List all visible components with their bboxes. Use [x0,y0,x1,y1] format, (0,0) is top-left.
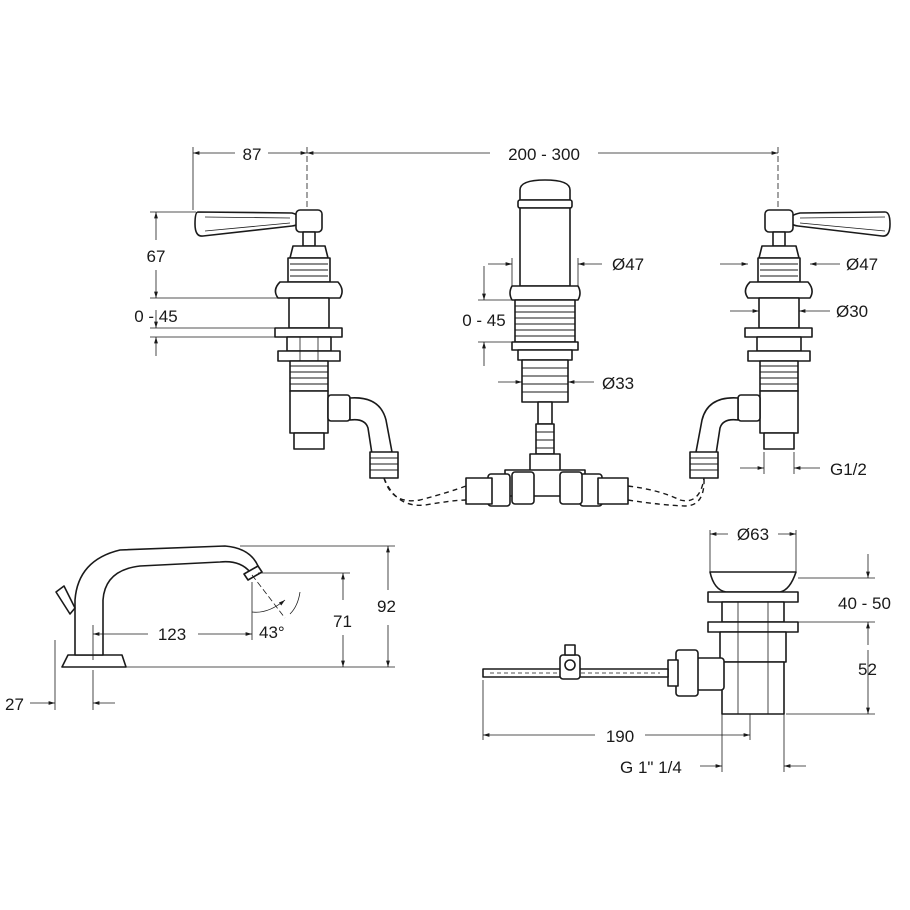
dim-spout-total-height: 92 [377,597,396,616]
dim-valve-dia-shank: Ø30 [836,302,868,321]
dim-spout-base: 27 [5,695,24,714]
dim-tap-spacing: 200 - 300 [508,145,580,164]
dim-lever-offset: 87 [243,145,262,164]
connection-hoses [383,477,705,507]
dim-inlet-thread: G1/2 [830,460,867,479]
center-spout-body [465,179,629,507]
dim-valve-dia-top: Ø47 [846,255,878,274]
dim-rod-length: 190 [606,727,634,746]
dim-deck-range-center: 0 - 45 [462,311,505,330]
right-valve [689,209,891,479]
waste-assembly [482,571,799,715]
dimension-labels: 87 200 - 300 67 0 - 45 0 - 45 Ø47 Ø33 Ø4… [5,145,891,777]
dim-spout-outlet-height: 71 [333,612,352,631]
dim-deck-range-left: 0 - 45 [134,307,177,326]
dimension-lines [30,147,875,772]
dim-waste-height: 52 [858,660,877,679]
dim-spout-reach: 123 [158,625,186,644]
dim-waste-thread: G 1" 1/4 [620,758,682,777]
dim-waste-dia: Ø63 [737,525,769,544]
dim-spout-dia-bottom: Ø33 [602,374,634,393]
left-valve [194,209,399,479]
dim-spout-angle: 43° [259,623,285,642]
spout-side-view [55,545,263,668]
dim-handle-height: 67 [147,247,166,266]
dim-waste-deck-range: 40 - 50 [838,594,891,613]
dim-spout-dia-top: Ø47 [612,255,644,274]
